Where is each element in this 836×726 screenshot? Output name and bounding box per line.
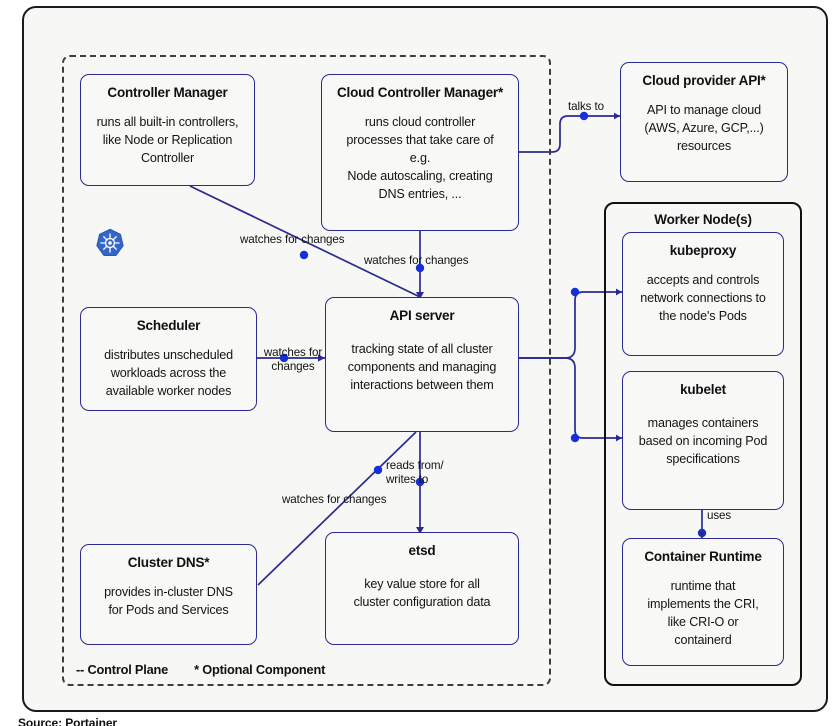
edge-label-talks-to: talks to bbox=[568, 100, 604, 113]
kubernetes-logo bbox=[96, 228, 124, 257]
scheduler-desc: distributes unscheduled workloads across… bbox=[104, 348, 233, 398]
edge-label-reads-writes: reads from/ writes to bbox=[386, 459, 444, 487]
edge-label-dns-watches: watches for changes bbox=[282, 493, 387, 506]
box-cloud-provider-api[interactable]: Cloud provider API* API to manage cloud … bbox=[620, 62, 788, 182]
worker-node-region: Worker Node(s) bbox=[604, 202, 802, 686]
api-server-desc: tracking state of all cluster components… bbox=[347, 342, 497, 392]
box-kubeproxy[interactable]: kubeproxy accepts and controls network c… bbox=[622, 232, 784, 356]
etcd-title: etsd bbox=[408, 543, 436, 558]
container-runtime-desc: runtime that implements the CRI, like CR… bbox=[647, 579, 759, 647]
cluster-dns-title: Cluster DNS* bbox=[127, 555, 210, 570]
cloud-controller-manager-desc: runs cloud controller processes that tak… bbox=[346, 115, 494, 201]
legend: -- Control Plane * Optional Component bbox=[76, 662, 325, 677]
box-cloud-controller-manager[interactable]: Cloud Controller Manager* runs cloud con… bbox=[321, 74, 519, 231]
etcd-desc: key value store for all cluster configur… bbox=[353, 577, 491, 610]
cloud-provider-api-desc: API to manage cloud (AWS, Azure, GCP,...… bbox=[644, 103, 764, 153]
kubelet-desc: manages containers based on incoming Pod… bbox=[638, 416, 768, 466]
edge-label-scheduler-watches: watches for changes bbox=[263, 346, 323, 374]
worker-node-title: Worker Node(s) bbox=[654, 212, 752, 227]
cluster-dns-desc: provides in-cluster DNS for Pods and Ser… bbox=[104, 585, 233, 618]
source-note: Source: Portainer bbox=[18, 716, 117, 726]
edge-label-uses: uses bbox=[707, 509, 732, 522]
scheduler-title: Scheduler bbox=[136, 318, 201, 333]
control-plane-region bbox=[62, 55, 551, 686]
kubeproxy-title: kubeproxy bbox=[669, 243, 737, 258]
box-controller-manager[interactable]: Controller Manager runs all built-in con… bbox=[80, 74, 255, 186]
controller-manager-title: Controller Manager bbox=[107, 85, 228, 100]
legend-optional-component: * Optional Component bbox=[194, 662, 326, 677]
controller-manager-desc: runs all built-in controllers, like Node… bbox=[96, 115, 239, 165]
container-runtime-title: Container Runtime bbox=[644, 549, 762, 564]
kubeproxy-desc: accepts and controls network connections… bbox=[640, 273, 766, 323]
cloud-controller-manager-title: Cloud Controller Manager* bbox=[336, 85, 503, 100]
box-cluster-dns[interactable]: Cluster DNS* provides in-cluster DNS for… bbox=[80, 544, 257, 645]
edge-label-cloudctrl-watches: watches for changes bbox=[364, 254, 469, 267]
box-container-runtime[interactable]: Container Runtime runtime that implement… bbox=[622, 538, 784, 666]
cloud-provider-api-title: Cloud provider API* bbox=[642, 73, 766, 88]
box-scheduler[interactable]: Scheduler distributes unscheduled worklo… bbox=[80, 307, 257, 411]
box-kubelet[interactable]: kubelet manages containers based on inco… bbox=[622, 371, 784, 510]
api-server-title: API server bbox=[389, 308, 455, 323]
box-api-server[interactable]: API server tracking state of all cluster… bbox=[325, 297, 519, 432]
edge-label-controller-watches: watches for changes bbox=[240, 233, 345, 246]
legend-control-plane: -- Control Plane bbox=[76, 662, 169, 677]
kubelet-title: kubelet bbox=[680, 382, 726, 397]
box-etcd[interactable]: etsd key value store for all cluster con… bbox=[325, 532, 519, 645]
